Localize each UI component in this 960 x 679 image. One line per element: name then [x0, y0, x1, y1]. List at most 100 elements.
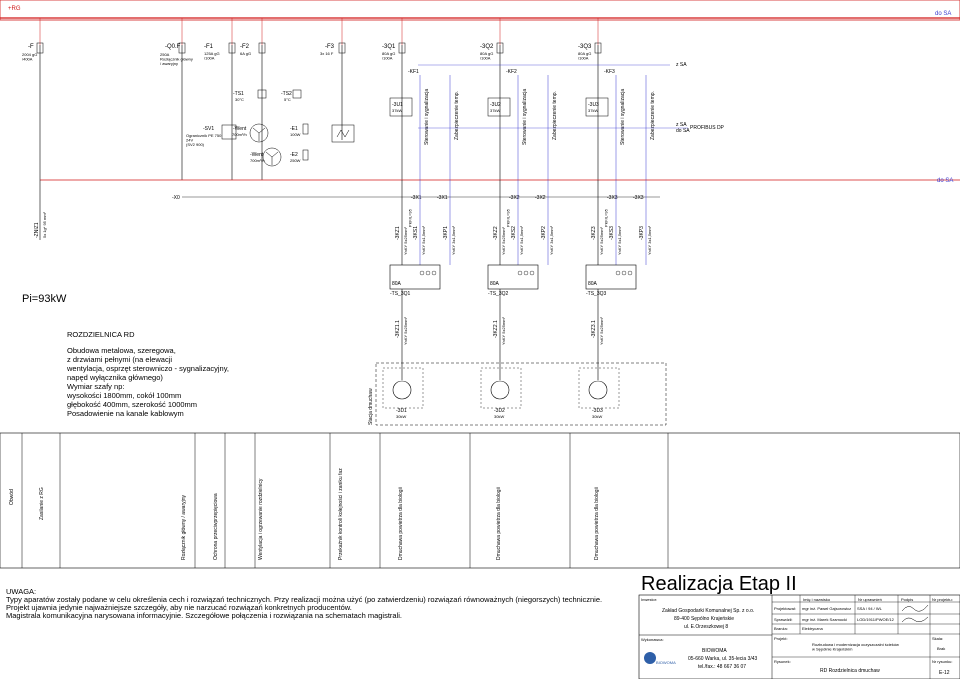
soft-starter-2-box[interactable] — [487, 97, 511, 117]
breaker-3q1-id: -3Q1 — [382, 44, 396, 50]
note-z-sa: z SA — [676, 62, 687, 68]
terminal-3x2-b: -3X2 — [535, 195, 546, 201]
notes-block: UWAGA: Typy aparatów zostały podane w ce… — [6, 587, 602, 620]
contractor-logo-icon — [644, 652, 656, 664]
temp-label-1: Zabezpieczenie temp. — [454, 91, 460, 140]
signature-1 — [901, 604, 929, 612]
contractor-label: Wykonawca: — [641, 637, 664, 642]
notes-heading: UWAGA: — [6, 587, 36, 596]
circuit-item-4: Wentylacja i ogrzewanie rozdzielnicy — [258, 478, 264, 560]
contractor-line-2: 05-660 Warka, ul. 35-lecia 3/43 — [688, 656, 758, 662]
cable-3kp2-spec: YnKY 3x1,5mm² — [549, 225, 554, 255]
project-label: Projekt: — [774, 636, 788, 641]
soft-starter-3-id: -3U3 — [588, 102, 599, 108]
branch-value: Elektryczna — [802, 626, 823, 631]
switch-2-id: -TS_3Q2 — [488, 291, 509, 297]
terminal-3x3-b: -3X3 — [633, 195, 644, 201]
phase-relay-icon — [331, 124, 355, 143]
soft-starter-1-box[interactable] — [389, 97, 413, 117]
project-value: Rozbudowa i modernizacja oczyszczalni śc… — [812, 642, 899, 652]
e1-desc: 100W — [290, 132, 301, 137]
breaker-f-desc: 2004 gG/400A — [22, 52, 37, 62]
lower-cable-2-id: -3KZ2.1 — [493, 320, 499, 338]
note-z-sa-2: z SA — [676, 122, 687, 128]
temp-label-2: Zabezpieczenie temp. — [552, 91, 558, 140]
left-cable-spec: 5x 1g* 95 mm² — [42, 211, 47, 238]
breaker-f[interactable]: -F 2004 gG/400A — [22, 42, 44, 180]
cable-3kp1-id: -3KP1 — [443, 226, 449, 240]
fan-1-icon — [249, 123, 269, 143]
went-id: -Went — [233, 126, 247, 132]
breaker-3q3-id: -3Q3 — [578, 44, 592, 50]
switch-1-id: -TS_3Q1 — [390, 291, 411, 297]
bus-left-label: +RG — [8, 6, 21, 12]
switch-1-rating: 80A — [392, 281, 402, 287]
terminal-3x3-a: -3X3 — [607, 195, 618, 201]
safety-switch-1[interactable]: 80A -TS_3Q1 — [389, 264, 441, 297]
safety-switch-2[interactable]: 80A -TS_3Q2 — [487, 264, 539, 297]
soft-starter-1-id: -3U1 — [392, 102, 403, 108]
cable-3ks3-spec: YnKY 5x1,5mm² — [617, 225, 622, 255]
cable-3kz2-id: -3KZ2 — [493, 226, 499, 240]
went-desc: 700m³/h — [232, 132, 247, 137]
breaker-f3[interactable]: -F3 3x 16 F — [320, 42, 346, 140]
e2-desc: 250W — [290, 158, 301, 163]
motor-1-icon — [392, 380, 412, 400]
circuit-item-1: Zasilanie z RG — [39, 487, 45, 520]
investor-label: Inwestor: — [641, 597, 657, 602]
feeder-3: -3Q3 80A gG/100A -3U3 37kW -KF3 Sterowan… — [578, 42, 656, 180]
motor-1-id: -3D1 — [396, 408, 407, 414]
motor-3-id: -3D3 — [592, 408, 603, 414]
breaker-f2[interactable]: -F2 6A gG — [240, 42, 266, 180]
cable-3ks1-spec: YnKY 5x1,5mm² — [421, 225, 426, 255]
motor-2-id: -3D2 — [494, 408, 505, 414]
soft-starter-1-power: 37kW — [392, 108, 402, 113]
circuit-item-2: Rozłącznik główny / awaryjny — [181, 494, 187, 560]
switch-3-rating: 80A — [588, 281, 598, 287]
soft-starter-2-id: -3U2 — [490, 102, 501, 108]
contractor-logo-text: BIOWOMA — [656, 660, 676, 665]
cable-3kz1-spec: YnKY 5x25mm²PKF/L=95 — [403, 208, 413, 255]
cable-3kp3-id: -3KP3 — [639, 226, 645, 240]
feeder-2: -3Q2 80A gG/100A -3U2 37kW -KF2 Sterowan… — [480, 42, 558, 180]
went2-desc: 700m³/h — [250, 158, 265, 163]
sv1-id: -SV1 — [203, 126, 214, 132]
bus-right-label: do SA — [935, 11, 951, 17]
motor-3-power: 30kW — [592, 414, 602, 419]
outgoing-cables: -3KZ1 YnKY 5x25mm²PKF/L=95 -3KS1 YnKY 5x… — [395, 180, 652, 265]
x0-label: -X0 — [172, 195, 180, 201]
description-line-7: głębokość 400mm, szerokość 1000mm — [67, 400, 197, 409]
contractor-line-3: tel./fax.: 48 667 36 07 — [698, 664, 746, 670]
soft-starter-3-box[interactable] — [585, 97, 609, 117]
row-2-license: LOD/1911/PWOE/12 — [857, 617, 895, 622]
stage-title: Realizacja Etap II — [641, 573, 797, 595]
ts1-temp: 30°C — [235, 97, 244, 102]
cable-3kz3-spec: YnKY 5x25mm²PKF/L=95 — [599, 208, 609, 255]
row-2-role: Sprawdził: — [774, 617, 792, 622]
motor-area-label: Stacja dmuchaw — [368, 388, 374, 425]
breaker-f-id: -F — [28, 44, 34, 50]
breaker-3q2-desc: 80A gG/100A — [480, 51, 493, 61]
motor-station: Stacja dmuchaw -3D1 30kW -3D2 30kW -3D3 … — [368, 362, 667, 426]
scale-label: Skala: — [932, 636, 943, 641]
description-line-4: napęd wyłącznika głównego) — [67, 373, 163, 382]
row-1-role: Projektował: — [774, 606, 796, 611]
breaker-f2-desc: 6A gG — [240, 51, 251, 56]
heater-1-icon — [302, 123, 309, 135]
safety-switch-3[interactable]: 80A -TS_3Q3 — [585, 264, 637, 297]
soft-starter-2-power: 37kW — [490, 108, 500, 113]
drawing-no-label: Nr rysunku: — [932, 659, 952, 664]
terminal-3x1-b: -3X1 — [437, 195, 448, 201]
terminal-3x1-a: -3X1 — [411, 195, 422, 201]
breaker-f1[interactable]: -F1 125A gG/100A — [204, 42, 236, 180]
drawing-value: RD Rozdzielnica dmuchaw — [820, 668, 880, 674]
control-label-3: Sterowanie i sygnalizacja — [620, 89, 626, 145]
breaker-3q2-id: -3Q2 — [480, 44, 494, 50]
description-title: ROZDZIELNICA RD — [67, 330, 135, 339]
contractor-line-1: BIOWOMA — [702, 648, 727, 654]
lower-cable-3-id: -3KZ3.1 — [591, 320, 597, 338]
investor-line-1: Zakład Gospodarki Komunalnej Sp. z o.o. — [662, 608, 754, 614]
row-2-name: mgr inż. Marek Szamocki — [802, 617, 847, 622]
scale-value: Brak — [937, 646, 945, 651]
